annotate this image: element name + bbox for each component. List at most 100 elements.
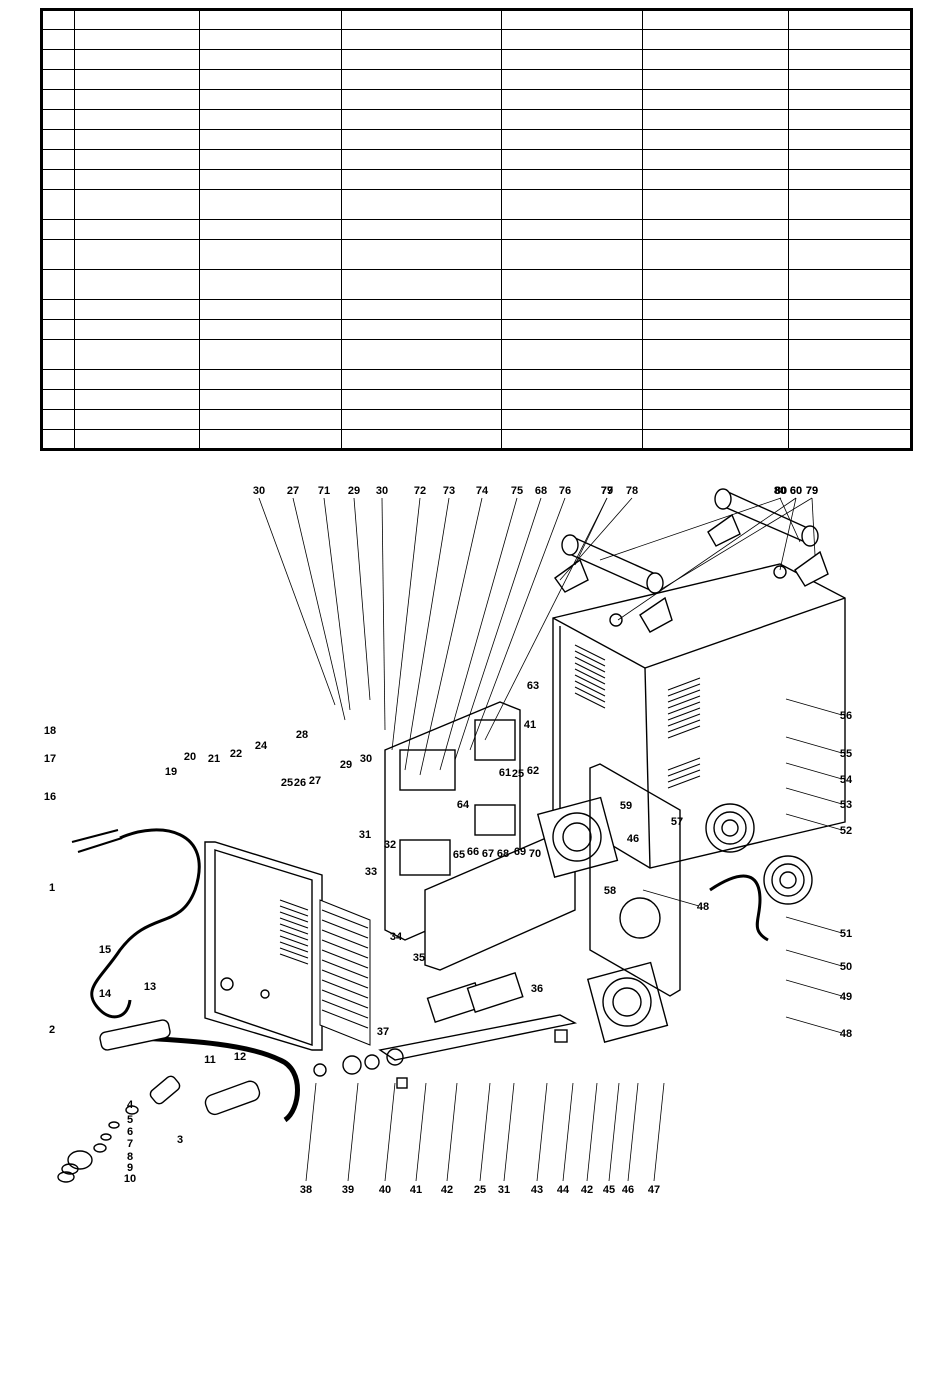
base-plate bbox=[378, 1014, 578, 1061]
table-row bbox=[41, 169, 912, 190]
leader-line bbox=[785, 762, 843, 780]
leader-line bbox=[439, 497, 518, 771]
leader-line bbox=[353, 497, 371, 701]
leader-line bbox=[446, 1082, 458, 1182]
table-cell bbox=[642, 319, 789, 340]
callout-number: 42 bbox=[441, 1184, 453, 1196]
table-cell bbox=[199, 89, 342, 110]
output-socket-parts bbox=[313, 1029, 568, 1089]
table-cell bbox=[341, 369, 502, 390]
table-cell bbox=[501, 429, 643, 450]
table-cell bbox=[41, 409, 75, 430]
callout-number: 43 bbox=[531, 1184, 543, 1196]
callout-number: 21 bbox=[208, 753, 220, 765]
table-cell bbox=[74, 429, 200, 450]
table-cell bbox=[41, 299, 75, 320]
table-cell bbox=[642, 189, 789, 220]
callout-number: 46 bbox=[627, 833, 639, 845]
leader-line bbox=[785, 916, 843, 934]
table-cell bbox=[74, 389, 200, 410]
callout-number: 16 bbox=[44, 791, 56, 803]
callout-number: 41 bbox=[410, 1184, 422, 1196]
callout-number: 30 bbox=[376, 485, 388, 497]
callout-number: 25 bbox=[474, 1184, 486, 1196]
leader-line bbox=[258, 497, 336, 706]
table-cell bbox=[41, 49, 75, 70]
rear-panel bbox=[589, 763, 681, 997]
table-cell bbox=[341, 299, 502, 320]
table-cell bbox=[41, 89, 75, 110]
table-cell bbox=[788, 149, 912, 170]
callout-number: 69 bbox=[514, 846, 526, 858]
callout-number: 56 bbox=[840, 710, 852, 722]
callout-number: 35 bbox=[413, 952, 425, 964]
table-cell bbox=[199, 339, 342, 370]
callout-number: 32 bbox=[384, 839, 396, 851]
table-cell bbox=[788, 189, 912, 220]
callout-leader-lines bbox=[258, 497, 843, 1182]
callout-number: 68 bbox=[535, 485, 547, 497]
table-row bbox=[41, 319, 912, 340]
callout-number: 58 bbox=[604, 885, 616, 897]
table-cell bbox=[341, 9, 502, 30]
leader-line bbox=[599, 497, 782, 561]
table-cell bbox=[199, 49, 342, 70]
leader-line bbox=[415, 1082, 427, 1182]
table-row bbox=[41, 429, 912, 450]
leader-line bbox=[785, 736, 843, 754]
cabinet-housing bbox=[552, 563, 846, 869]
table-cell bbox=[41, 369, 75, 390]
leader-line bbox=[381, 497, 386, 731]
parts-list-table bbox=[40, 8, 913, 451]
table-cell bbox=[341, 129, 502, 150]
callout-number: 11 bbox=[204, 1054, 216, 1066]
callout-number: 28 bbox=[296, 729, 308, 741]
table-cell bbox=[341, 269, 502, 300]
table-cell bbox=[74, 369, 200, 390]
table-cell bbox=[74, 409, 200, 430]
leader-line bbox=[642, 889, 700, 907]
table-cell bbox=[41, 29, 75, 50]
callout-number: 8 bbox=[127, 1151, 133, 1163]
table-cell bbox=[41, 189, 75, 220]
table-row bbox=[41, 389, 912, 410]
table-cell bbox=[74, 319, 200, 340]
leader-line bbox=[785, 813, 843, 831]
table-cell bbox=[41, 339, 75, 370]
callout-number: 19 bbox=[165, 766, 177, 778]
table-row bbox=[41, 239, 912, 270]
callout-number: 34 bbox=[390, 931, 403, 943]
table-cell bbox=[341, 429, 502, 450]
table-cell bbox=[788, 239, 912, 270]
callout-number: 55 bbox=[840, 748, 852, 760]
table-cell bbox=[501, 129, 643, 150]
leader-line bbox=[785, 979, 843, 997]
table-cell bbox=[199, 299, 342, 320]
table-cell bbox=[74, 169, 200, 190]
table-cell bbox=[74, 149, 200, 170]
callout-number: 25 bbox=[281, 777, 293, 789]
callout-number: 13 bbox=[144, 981, 156, 993]
leader-line bbox=[617, 497, 797, 621]
table-cell bbox=[341, 169, 502, 190]
table-cell bbox=[642, 219, 789, 240]
table-row bbox=[41, 219, 912, 240]
table-cell bbox=[788, 69, 912, 90]
table-row bbox=[41, 9, 912, 30]
callout-number: 37 bbox=[377, 1026, 389, 1038]
callout-number: 29 bbox=[348, 485, 360, 497]
callout-number: 14 bbox=[99, 988, 112, 1000]
callout-number: 52 bbox=[840, 825, 852, 837]
table-cell bbox=[341, 69, 502, 90]
callout-number: 33 bbox=[365, 866, 377, 878]
table-cell bbox=[788, 369, 912, 390]
leader-line bbox=[608, 1082, 620, 1182]
table-cell bbox=[788, 269, 912, 300]
callout-number: 29 bbox=[340, 759, 352, 771]
heatsink-assembly bbox=[319, 899, 371, 1046]
table-cell bbox=[41, 389, 75, 410]
callout-number: 74 bbox=[476, 485, 489, 497]
table-cell bbox=[501, 409, 643, 430]
leader-line bbox=[391, 497, 421, 751]
table-cell bbox=[341, 239, 502, 270]
